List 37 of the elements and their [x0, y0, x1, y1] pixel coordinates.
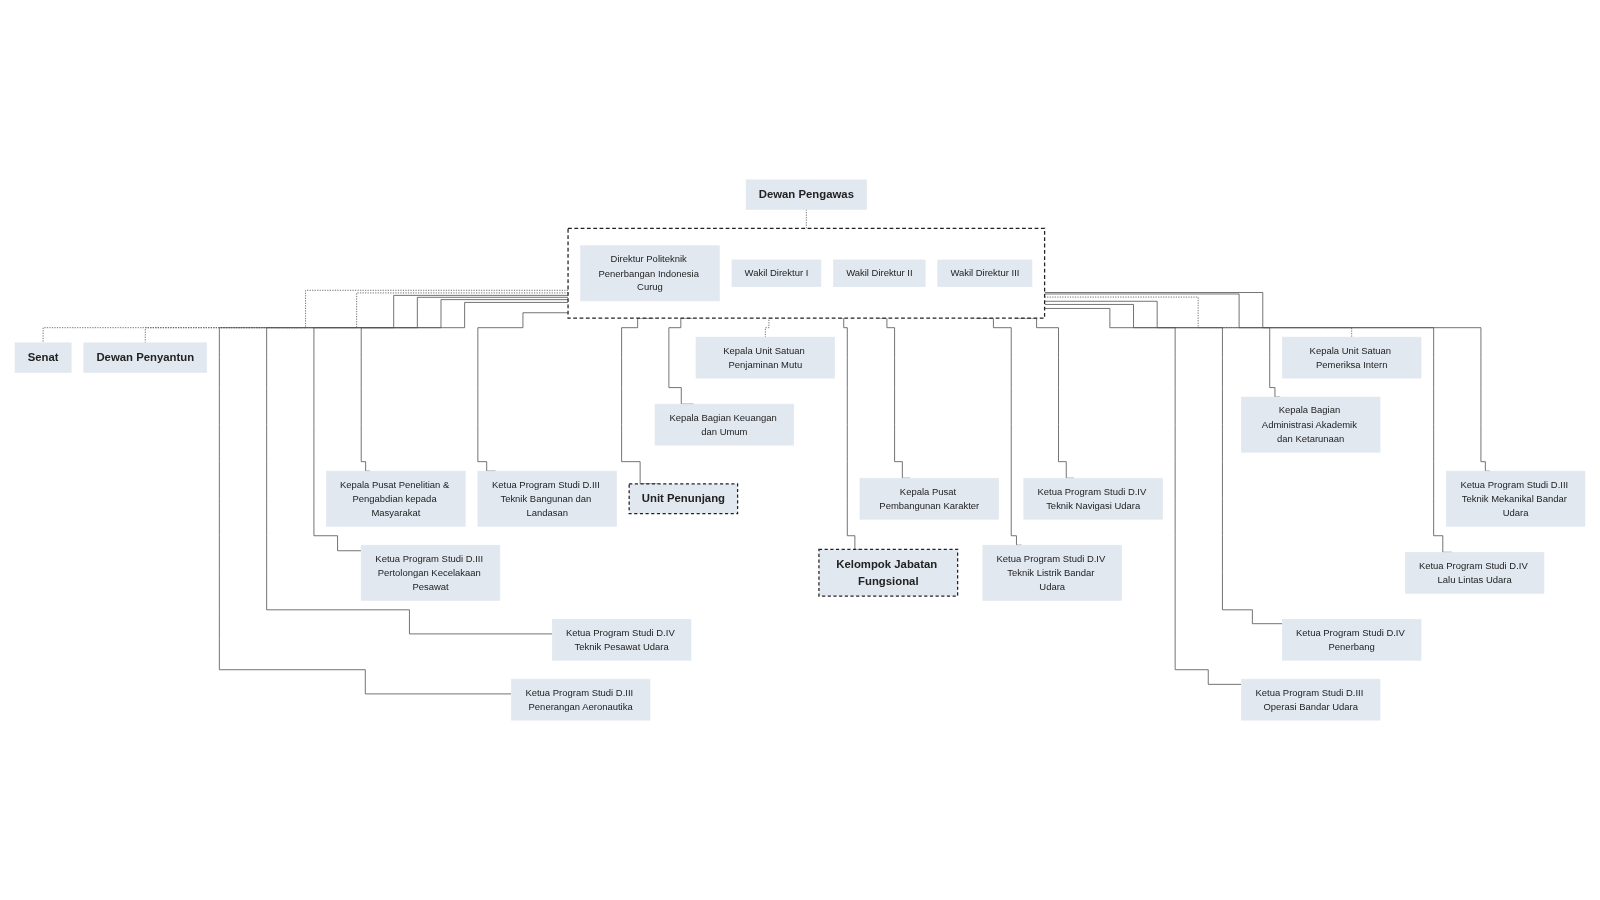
node-box: Kepala Unit Satuan Penjaminan Mutu [695, 336, 835, 379]
node-box: Wakil Direktur I [731, 259, 822, 288]
connector [360, 302, 569, 472]
node-box: Ketua Program Studi D.III Teknik Mekanikal Bandar Udara [1445, 470, 1586, 527]
connector [266, 296, 569, 635]
connector [313, 299, 569, 552]
connector [805, 209, 807, 229]
connector [1044, 308, 1242, 685]
node-box: Senat [14, 342, 72, 373]
connector [1044, 304, 1283, 625]
node-box: Kepala Pusat Penelitian & Pengabdian kepada Masyarakat [326, 470, 466, 527]
node-box: Kepala Bagian Administrasi Akademik dan Ketarunaan [1241, 396, 1381, 453]
node-box: Ketua Program Studi D.IV Teknik Navigasi Udara [1023, 477, 1163, 520]
node-box: Ketua Program Studi D.III Teknik Bangunan dan Landasan [477, 470, 617, 527]
node-box: Ketua Program Studi D.IV Penerbang [1282, 618, 1422, 661]
node-box: Ketua Program Studi D.III Operasi Bandar Udara [1241, 678, 1381, 721]
node-box: Ketua Program Studi D.IV Teknik Listrik Bandar Udara [982, 544, 1122, 601]
node-box: Ketua Program Studi D.IV Teknik Pesawat Udara [551, 618, 692, 661]
node-box: Kelompok Jabatan Fungsional [818, 548, 959, 597]
node-box: Unit Penunjang [628, 483, 739, 515]
node-box: Direktur Politeknik Penerbangan Indonesia Curug [580, 245, 720, 302]
cluster [567, 227, 1046, 319]
node-box: Dewan Penyantun [83, 342, 208, 373]
node-box: Kepala Bagian Keuangan dan Umum [654, 403, 795, 446]
node-box: Ketua Program Studi D.III Pertolongan Kecelakaan Pesawat [360, 544, 501, 601]
node-box: Kepala Pusat Pembangunan Karakter [859, 477, 999, 520]
node-box: Ketua Program Studi D.IV Lalu Lintas Udara [1404, 551, 1545, 594]
connector [218, 294, 569, 695]
node-box: Dewan Pengawas [745, 179, 867, 210]
connector [764, 317, 773, 338]
connector [1044, 296, 1353, 338]
connector [42, 289, 569, 344]
node-box: Wakil Direktur III [937, 259, 1033, 288]
node-box: Ketua Program Studi D.III Penerangan Aeronautika [510, 678, 651, 721]
connector [477, 312, 569, 472]
node-box: Wakil Direktur II [833, 259, 926, 288]
node-box: Kepala Unit Satuan Pemeriksa Intern [1282, 336, 1422, 379]
